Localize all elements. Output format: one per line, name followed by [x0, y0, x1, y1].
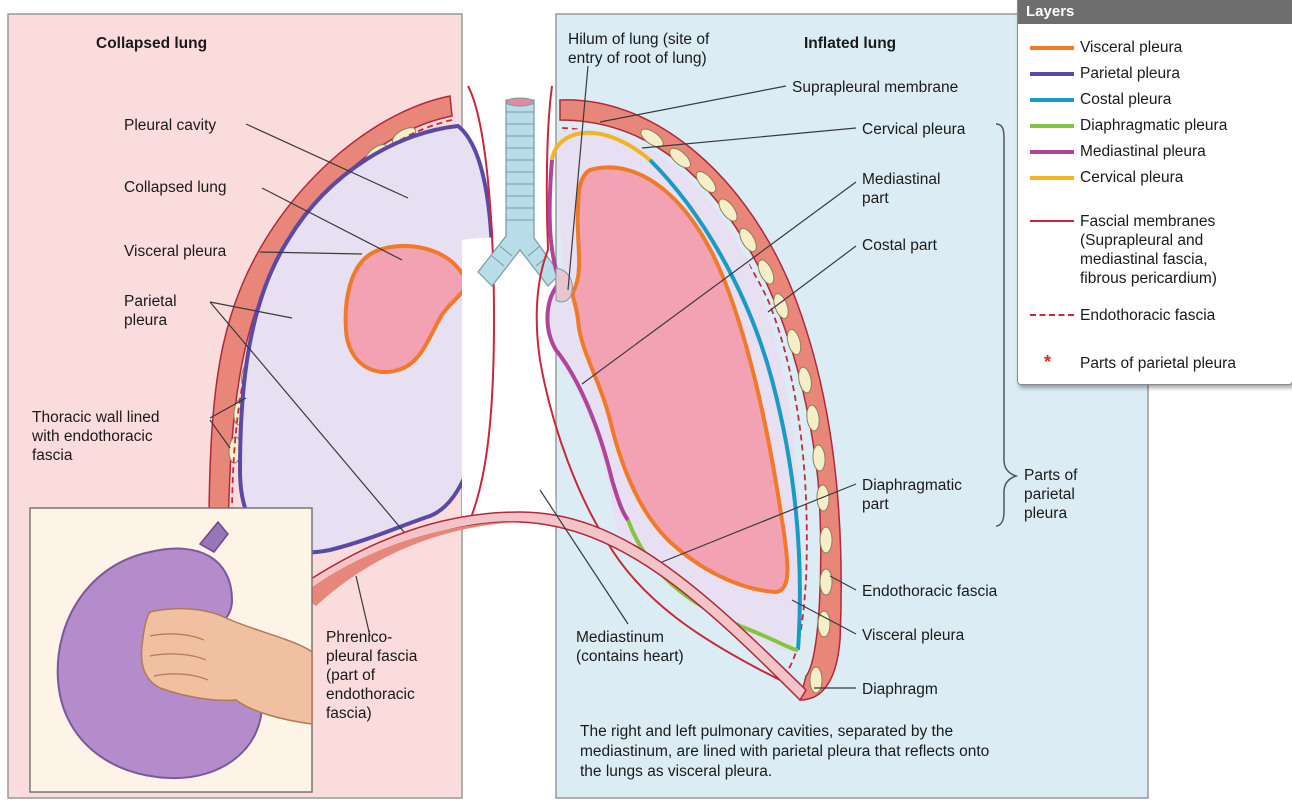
legend-label: Visceral pleura	[1080, 38, 1182, 57]
label-collapsed-lung: Collapsed lung	[124, 178, 227, 197]
legend-swatch	[1030, 46, 1074, 50]
legend-swatch	[1030, 124, 1074, 128]
label-mediastinal-part: Mediastinal part	[862, 170, 940, 208]
legend-label: Parts of parietal pleura	[1080, 354, 1236, 373]
label-phrenicopleural-fascia: Phrenico- pleural fascia (part of endoth…	[326, 628, 417, 723]
label-hilum: Hilum of lung (site of entry of root of …	[568, 30, 709, 68]
label-suprapleural-membrane: Suprapleural membrane	[792, 78, 958, 97]
legend-label: Diaphragmatic pleura	[1080, 116, 1227, 135]
label-endothoracic-fascia: Endothoracic fascia	[862, 582, 997, 601]
legend-swatch	[1030, 150, 1074, 154]
left-panel-title: Collapsed lung	[96, 34, 207, 53]
asterisk-icon: *	[1044, 352, 1051, 373]
right-panel-title: Inflated lung	[804, 34, 896, 53]
caption: The right and left pulmonary cavities, s…	[580, 722, 989, 782]
legend-title: Layers	[1018, 0, 1292, 24]
legend-swatch	[1030, 314, 1074, 316]
label-thoracic-wall: Thoracic wall lined with endothoracic fa…	[32, 408, 160, 465]
label-parts-of-parietal-pleura: Parts of parietal pleura	[1024, 466, 1077, 523]
legend-label: Costal pleura	[1080, 90, 1171, 109]
label-pleural-cavity: Pleural cavity	[124, 116, 216, 135]
legend-swatch	[1030, 176, 1074, 180]
mediastinum-space	[462, 238, 556, 530]
label-visceral-pleura-right: Visceral pleura	[862, 626, 964, 645]
legend: Layers Visceral pleura Parietal pleura C…	[1017, 0, 1292, 385]
legend-label: Parietal pleura	[1080, 64, 1180, 83]
legend-swatch	[1030, 98, 1074, 102]
legend-label: Mediastinal pleura	[1080, 142, 1206, 161]
label-visceral-pleura-left: Visceral pleura	[124, 242, 226, 261]
legend-label: Fascial membranes (Suprapleural and medi…	[1080, 212, 1217, 288]
label-parietal-pleura-left: Parietal pleura	[124, 292, 177, 330]
legend-swatch	[1030, 72, 1074, 76]
legend-swatch	[1030, 220, 1074, 222]
label-costal-part: Costal part	[862, 236, 937, 255]
label-diaphragmatic-part: Diaphragmatic part	[862, 476, 962, 514]
legend-label: Endothoracic fascia	[1080, 306, 1215, 325]
label-diaphragm: Diaphragm	[862, 680, 938, 699]
label-cervical-pleura: Cervical pleura	[862, 120, 965, 139]
legend-label: Cervical pleura	[1080, 168, 1183, 187]
label-mediastinum: Mediastinum (contains heart)	[576, 628, 684, 666]
